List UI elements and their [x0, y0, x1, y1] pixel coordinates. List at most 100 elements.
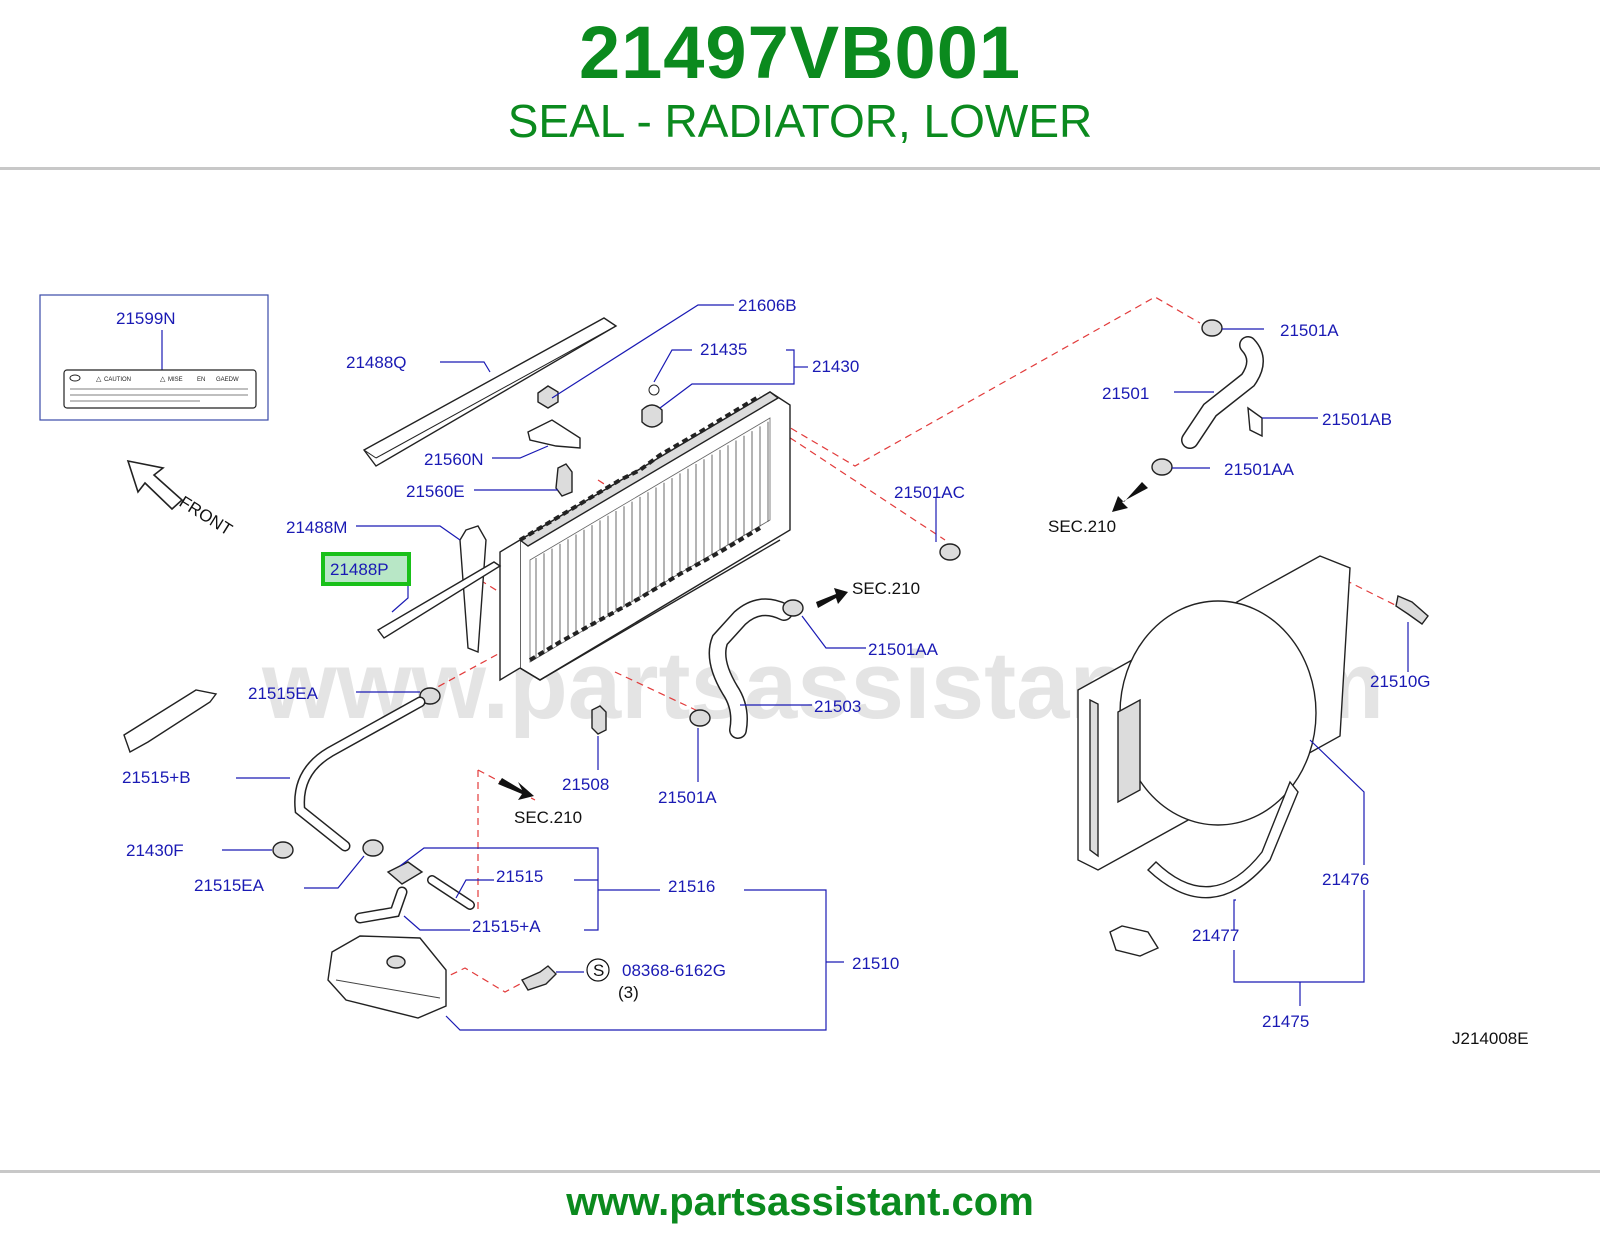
page-header: 21497VB001 SEAL - RADIATOR, LOWER: [0, 0, 1600, 170]
callout-21508[interactable]: 21508: [562, 775, 609, 794]
sec-arrow-icon: [1112, 482, 1148, 512]
callout-21606B[interactable]: 21606B: [738, 296, 797, 315]
dashed-line: [759, 296, 1201, 467]
reservoir-cap-icon: [386, 955, 406, 969]
callout-21435[interactable]: 21435: [700, 340, 747, 359]
radiator-top-ribs: [518, 394, 762, 542]
leader-21476: [1309, 739, 1365, 865]
sec-arrow-icon: [498, 778, 534, 800]
footer-url-link[interactable]: www.partsassistant.com: [566, 1180, 1034, 1224]
callout-21488Q[interactable]: 21488Q: [346, 353, 407, 372]
sec-210-label-top: SEC.210: [1048, 517, 1116, 536]
leader-21516-bracket: [399, 847, 599, 931]
hose-21515A: [356, 888, 406, 922]
bolt-08368-icon: [520, 965, 557, 991]
radiator-side-tank: [499, 539, 521, 682]
callout-21476[interactable]: 21476: [1322, 870, 1369, 889]
label-mise-text: MISE: [168, 377, 183, 383]
mount-21560E: [555, 463, 573, 497]
reservoir-hose-21515B: [295, 698, 424, 850]
callout-21430[interactable]: 21430: [812, 357, 859, 376]
lower-shroud-21477: [1146, 780, 1299, 899]
leader-21430: [659, 349, 795, 409]
callout-21475[interactable]: 21475: [1262, 1012, 1309, 1031]
callout-08368-6162G[interactable]: 08368-6162G: [622, 961, 726, 980]
dashed-line: [614, 671, 701, 713]
radiator-fins: [535, 421, 769, 658]
callout-21501AB[interactable]: 21501AB: [1322, 410, 1392, 429]
callout-21488M[interactable]: 21488M: [286, 518, 347, 537]
leader-21560N: [492, 445, 549, 459]
leader-21515: [455, 879, 494, 899]
callout-21510[interactable]: 21510: [852, 954, 899, 973]
mount-bracket-group: [527, 385, 581, 497]
callout-21501A-top[interactable]: 21501A: [1280, 321, 1339, 340]
sec-210-label-mid: SEC.210: [852, 579, 920, 598]
radiator-cap-21430: [641, 404, 663, 428]
callout-21501[interactable]: 21501: [1102, 384, 1149, 403]
connector-21516: [386, 861, 424, 885]
reservoir-edge: [335, 979, 441, 999]
drawing-code: J214008E: [1452, 1029, 1529, 1048]
callout-21599N[interactable]: 21599N: [116, 309, 176, 328]
clamp-21501A-icon: [1201, 319, 1223, 337]
clamp-21515EA-lower-icon: [362, 839, 384, 857]
shroud-pocket: [1117, 698, 1141, 804]
callout-labels: 21488Q 21606B 21435 21430 21560N 21560E …: [122, 296, 1529, 1048]
label-caution-text: CAUTION: [104, 377, 131, 383]
callout-21430F[interactable]: 21430F: [126, 841, 184, 860]
callout-21501A-bot[interactable]: 21501A: [658, 788, 717, 807]
reservoir-tank-21510: [327, 935, 447, 1019]
callout-21560E[interactable]: 21560E: [406, 482, 465, 501]
drain-plug-21508: [591, 705, 607, 735]
quantity-label: (3): [618, 983, 639, 1002]
shroud-clip-icon: [1109, 925, 1160, 957]
radiator-bottom-ribs: [528, 526, 762, 662]
callout-21515EA-top[interactable]: 21515EA: [248, 684, 319, 703]
leader-21515EA-bot: [304, 855, 365, 889]
clamp-21501A-lower-icon: [689, 709, 711, 727]
seal-edge: [363, 449, 377, 459]
label-sticker-group: 21599N CAUTION △ △ MISE EN GAEDW: [39, 294, 269, 421]
leader-21515A: [403, 915, 470, 931]
fan-shroud-21476: [1077, 555, 1351, 871]
callout-21501AA-mid[interactable]: 21501AA: [868, 640, 939, 659]
nut-21606B: [537, 385, 559, 409]
clip-21501AB-icon: [1247, 406, 1263, 438]
callout-21488P[interactable]: 21488P: [330, 560, 389, 579]
leader-21510-frame: [445, 889, 827, 1031]
callout-21516[interactable]: 21516: [668, 877, 715, 896]
callout-21501AC[interactable]: 21501AC: [894, 483, 965, 502]
callout-21503[interactable]: 21503: [814, 697, 861, 716]
callout-21515EA-bot[interactable]: 21515EA: [194, 876, 265, 895]
cap-seal-21435: [648, 384, 660, 396]
bolt-21510G-icon: [1395, 595, 1429, 625]
label-code-text: GAEDW: [216, 377, 239, 383]
clamp-21430F-icon: [272, 841, 294, 859]
callout-21501AA-top[interactable]: 21501AA: [1224, 460, 1295, 479]
clamp-21501AA-lower-icon: [782, 599, 804, 617]
callout-21515[interactable]: 21515: [496, 867, 543, 886]
leader-21606B: [551, 304, 734, 399]
callout-21515A[interactable]: 21515+A: [472, 917, 541, 936]
callout-21510G[interactable]: 21510G: [1370, 672, 1431, 691]
shroud-side: [1089, 698, 1099, 858]
callout-21515B[interactable]: 21515+B: [122, 768, 191, 787]
lower-hose-21503: [710, 599, 792, 738]
tube-21515: [428, 876, 474, 909]
seal-edge: [375, 325, 617, 459]
s-marker-text: S: [593, 961, 604, 980]
upper-seal-part: [362, 317, 618, 467]
dashed-line: [759, 417, 946, 541]
sec-210-label-bot: SEC.210: [514, 808, 582, 827]
callout-21477[interactable]: 21477: [1192, 926, 1239, 945]
leader-21501AA-mid: [801, 615, 866, 649]
callout-21560N[interactable]: 21560N: [424, 450, 484, 469]
warning-triangle-icon: △: [160, 375, 166, 383]
bracket-21560N: [527, 419, 581, 449]
clamp-21501AA-icon: [1151, 458, 1173, 476]
highlight-21488P-box: [321, 552, 411, 586]
leader-21488M: [356, 525, 461, 541]
leader-21477: [1233, 899, 1236, 930]
radiator-assembly: [499, 391, 791, 682]
